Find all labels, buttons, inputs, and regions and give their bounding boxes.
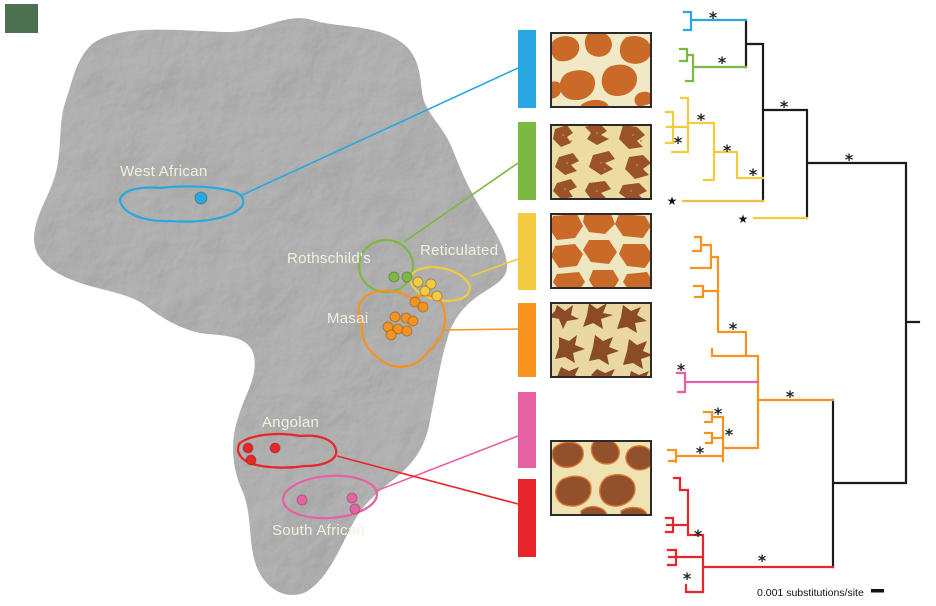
scale-bar-dash <box>871 589 884 593</box>
significance-asterisk: * <box>758 551 767 570</box>
subspecies-color-bars <box>518 30 536 557</box>
significance-asterisk: * <box>786 387 795 406</box>
color-bar-reticulated <box>518 213 536 290</box>
connector-reticulated <box>470 258 519 277</box>
sample-site-dot-masai <box>385 329 397 341</box>
sample-site-dot-reticulated <box>412 276 424 288</box>
sample-site-dot-angolan <box>269 442 281 454</box>
significance-asterisk: * <box>696 443 705 462</box>
clade-angolan <box>664 476 835 594</box>
africa-silhouette <box>34 18 508 596</box>
sample-site-dot-angolan <box>245 454 257 466</box>
significance-asterisk: * <box>677 360 686 379</box>
region-outline-angolan <box>236 432 338 469</box>
significance-asterisk: * <box>718 53 727 72</box>
significance-asterisk: * <box>714 404 723 423</box>
significance-asterisk: * <box>709 8 718 27</box>
clade-reticulated <box>664 96 809 220</box>
color-bar-west-african <box>518 30 536 108</box>
sample-site-dot-south-african <box>349 503 361 515</box>
significance-asterisk: * <box>674 133 683 152</box>
region-outline-south-african <box>281 474 379 520</box>
coat-swatch-masai <box>550 302 652 378</box>
sample-site-dot-reticulated <box>419 285 431 297</box>
clade-south-african <box>675 371 760 394</box>
significance-asterisk: * <box>749 165 758 184</box>
sample-site-dot-reticulated <box>431 290 443 302</box>
region-label-angolan: Angolan <box>262 414 319 431</box>
significance-asterisk: * <box>845 150 854 169</box>
scale-bar-label: 0.001 substitutions/site <box>757 587 864 599</box>
region-outline-rothschilds <box>357 238 415 294</box>
connector-angolan <box>336 455 519 505</box>
significance-asterisk: * <box>725 425 734 444</box>
pattern-swatches <box>550 32 652 516</box>
sample-site-dot-masai <box>389 311 401 323</box>
sample-site-dot-south-african <box>346 492 358 504</box>
clade-masai <box>666 235 835 464</box>
color-bar-south-african <box>518 392 536 468</box>
clade-rothschilds <box>678 47 748 83</box>
map-connector-lines <box>239 67 519 505</box>
region-label-masai: Masai <box>327 310 369 327</box>
region-outline-west-african <box>118 185 245 223</box>
coat-swatch-angolan-south-african <box>550 440 652 516</box>
sample-site-dot-rothschilds <box>401 271 413 283</box>
tree-significance-markers: ********★★********* <box>667 8 854 588</box>
sample-site-dot-masai <box>401 325 413 337</box>
coat-swatch-west-african <box>550 32 652 108</box>
significance-asterisk: * <box>723 141 732 160</box>
coat-swatch-rothschilds <box>550 124 652 200</box>
connector-south-african <box>375 435 519 492</box>
significance-star: ★ <box>667 194 678 208</box>
region-label-south-african: South African <box>272 522 365 539</box>
tree-backbone <box>744 18 921 569</box>
significance-asterisk: * <box>780 97 789 116</box>
clade-west-african <box>682 10 748 32</box>
sample-site-dot-angolan <box>242 442 254 454</box>
significance-asterisk: * <box>683 569 692 588</box>
phylogenetic-tree: ********★★********* 0.001 substitutions/… <box>664 8 921 599</box>
connector-west-african <box>239 67 519 197</box>
coat-swatch-reticulated <box>550 213 652 289</box>
sample-site-dot-rothschilds <box>388 271 400 283</box>
sample-site-dot-masai <box>407 315 419 327</box>
sample-site-dot-south-african <box>296 494 308 506</box>
africa-map <box>34 18 508 596</box>
sample-site-dot-west-african <box>194 191 208 205</box>
significance-asterisk: * <box>694 526 703 545</box>
sample-site-dot-reticulated <box>425 278 437 290</box>
color-bar-masai <box>518 303 536 377</box>
legend-color-chip <box>5 4 38 33</box>
connector-masai <box>442 328 519 331</box>
region-labels: West African Rothschild's Reticulated Ma… <box>120 163 498 539</box>
significance-star: ★ <box>738 212 749 226</box>
connector-rothschilds <box>403 162 519 243</box>
significance-asterisk: * <box>697 110 706 129</box>
region-label-reticulated: Reticulated <box>420 242 498 259</box>
significance-asterisk: * <box>729 319 738 338</box>
color-bar-rothschilds <box>518 122 536 200</box>
sample-site-dots <box>194 191 443 515</box>
sample-site-dot-masai <box>417 301 429 313</box>
color-bar-angolan <box>518 479 536 557</box>
sample-site-dot-masai <box>409 296 421 308</box>
region-label-rothschilds: Rothschild's <box>287 250 371 267</box>
region-label-west-african: West African <box>120 163 208 180</box>
